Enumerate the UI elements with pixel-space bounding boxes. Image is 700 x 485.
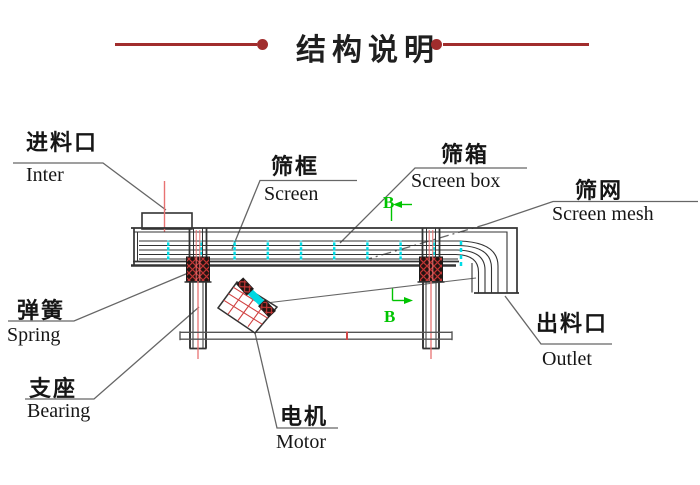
label-bearing-en: Bearing [27,400,91,422]
support-left [184,228,212,359]
label-screen-box-cn: 筛箱 [441,142,490,167]
leader-spring [8,270,194,322]
label-bearing-cn: 支座 [29,376,78,401]
support-left-centerline [195,230,201,359]
label-screen-frame-cn: 筛框 [271,154,320,179]
section-letter-top: B [383,193,394,212]
motor-unit [216,277,279,334]
spring-left [186,256,210,282]
header-dot-right [431,39,442,50]
motor-weight-bottom [258,299,276,318]
label-spring-cn: 弹簧 [17,298,66,323]
leader-inlet [13,162,167,211]
label-inlet-en: Inter [26,164,64,186]
label-motor-cn: 电机 [280,404,329,429]
header-rule-left [115,43,257,46]
header-dot-left [257,39,268,50]
mesh-tick-band [140,240,458,260]
label-motor-en: Motor [276,431,326,453]
leader-lines [8,162,698,429]
label-inlet-cn: 进料口 [26,130,99,155]
leader-bearing [25,306,200,400]
section-mark-bottom: B [384,288,413,326]
label-screen-box-en: Screen box [411,170,501,192]
label-spring-en: Spring [7,324,61,346]
support-right [417,228,445,359]
support-right-centerline [428,230,434,359]
leader-motor [254,332,338,429]
base-beam [179,331,453,341]
inlet-box [141,181,193,232]
label-outlet-en: Outlet [542,348,592,370]
label-screen-frame-en: Screen [264,183,319,205]
motor-weight-top [236,277,254,296]
header-rule-right [443,43,589,46]
leader-outlet [504,295,612,345]
section-letter-bottom: B [384,307,395,326]
page-title: 结构说明 [296,34,440,67]
label-screen-mesh-en: Screen mesh [552,203,654,225]
label-screen-mesh-cn: 筛网 [575,178,624,203]
label-outlet-cn: 出料口 [536,311,609,336]
section-mark-top: B [383,193,412,221]
leader-screen-box [339,167,527,244]
spring-right [419,256,443,282]
leader-screen-mesh [486,200,698,225]
leader-screen-frame [231,179,357,250]
